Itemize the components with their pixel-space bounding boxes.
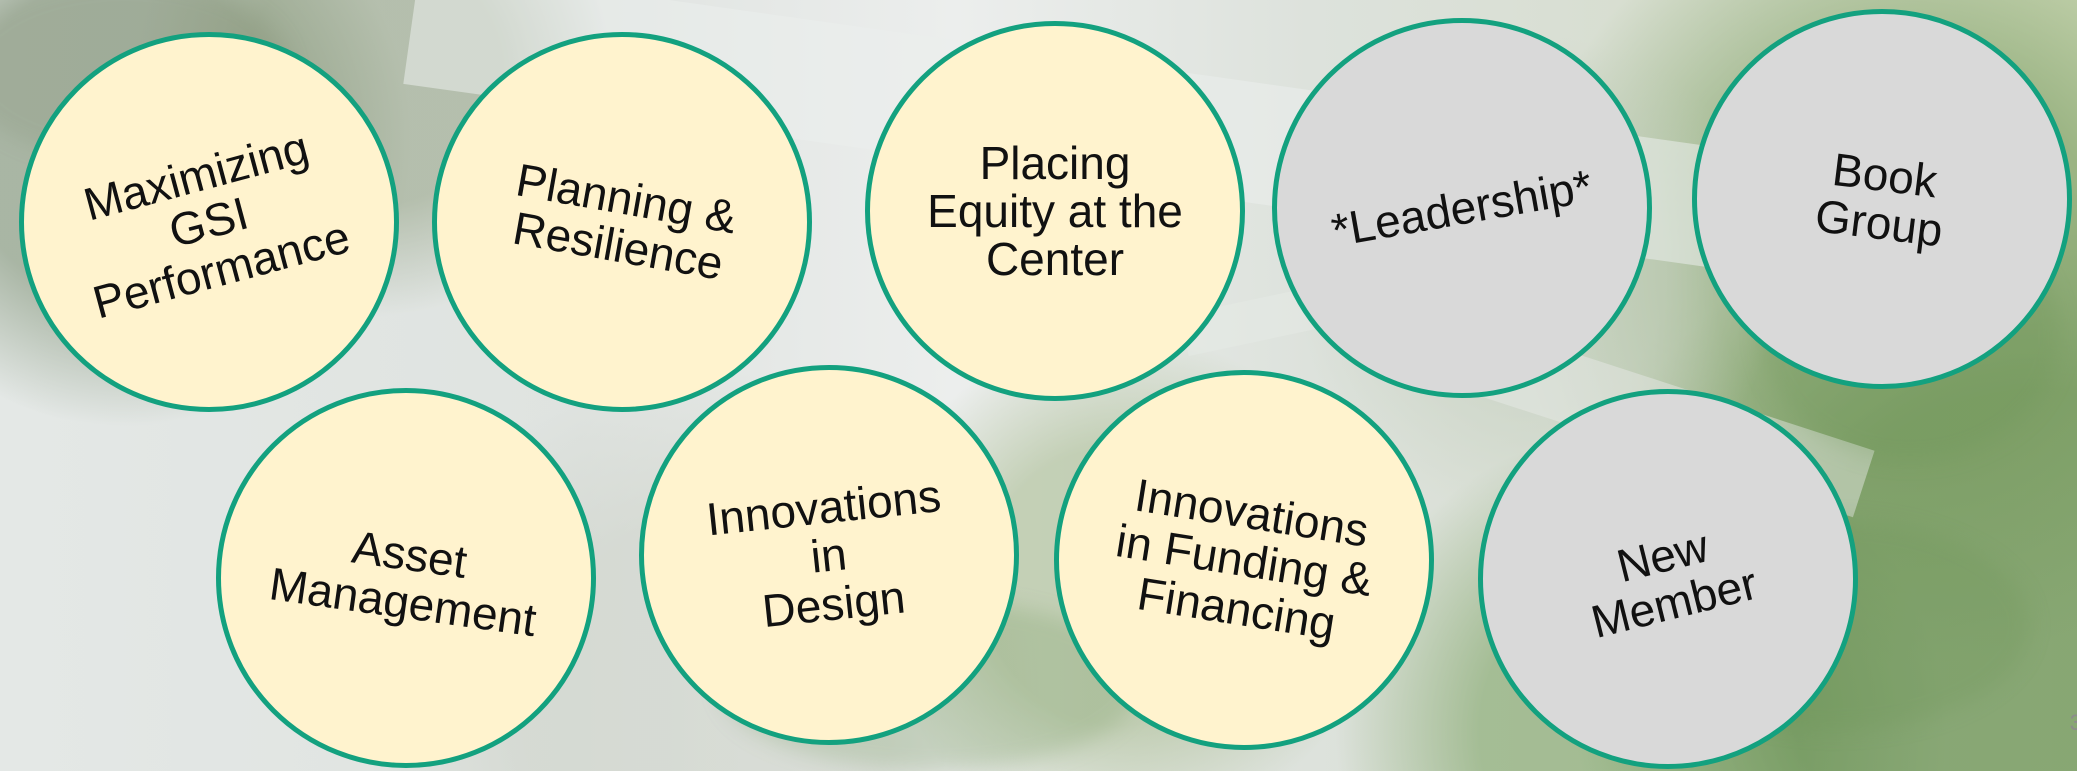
circle-label-new-member: New Member bbox=[1585, 519, 1762, 648]
circle-label-placing-equity-at-the-center: Placing Equity at the Center bbox=[927, 136, 1183, 286]
circle-innovations-in-design: Innovations in Design bbox=[639, 365, 1019, 745]
circle-label-leadership: *Leadership* bbox=[1327, 159, 1597, 257]
circle-new-member: New Member bbox=[1478, 389, 1858, 769]
circle-maximizing-gsi-performance: Maximizing GSI Performance bbox=[19, 32, 399, 412]
circle-label-maximizing-gsi-performance: Maximizing GSI Performance bbox=[78, 120, 356, 328]
circle-asset-management: Asset Management bbox=[216, 388, 596, 768]
circle-label-innovations-in-funding-financing: Innovations in Funding & Financing bbox=[1112, 468, 1376, 649]
circle-label-asset-management: Asset Management bbox=[266, 520, 540, 647]
circle-innovations-in-funding-financing: Innovations in Funding & Financing bbox=[1054, 370, 1434, 750]
circle-leadership: *Leadership* bbox=[1272, 18, 1652, 398]
circle-book-group: Book Group bbox=[1692, 9, 2072, 389]
page-number: 3 bbox=[2069, 710, 2077, 735]
circle-label-innovations-in-design: Innovations in Design bbox=[704, 468, 944, 637]
circle-planning-resilience: Planning & Resilience bbox=[432, 32, 812, 412]
circle-label-planning-resilience: Planning & Resilience bbox=[508, 153, 741, 290]
circle-placing-equity-at-the-center: Placing Equity at the Center bbox=[865, 21, 1245, 401]
circle-label-book-group: Book Group bbox=[1812, 142, 1946, 257]
